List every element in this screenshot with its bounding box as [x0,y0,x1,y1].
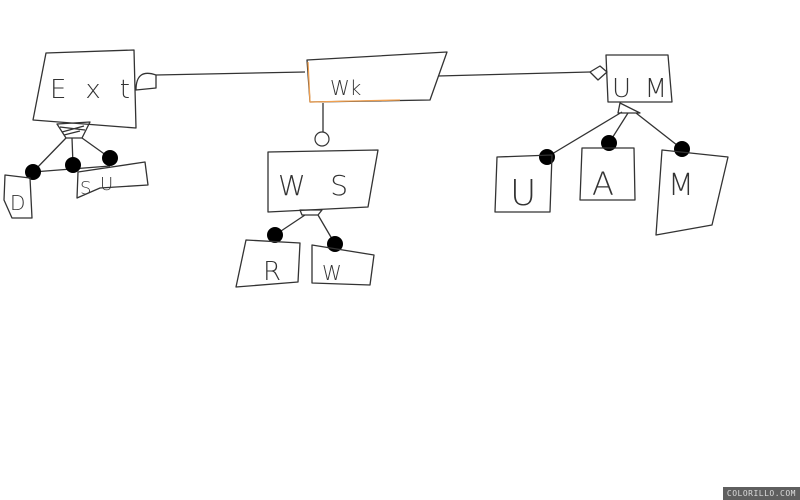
node-ws-box [267,149,379,213]
wk-highlight [307,61,401,103]
connector-dot [601,135,617,151]
colorillo-watermark: COLORILLO.COM [722,487,800,500]
node-u-box [494,154,553,213]
node-u2-label: U [100,174,113,195]
node-ext-box [32,49,137,129]
ws-branches [274,209,336,245]
node-a-label: A [592,165,614,203]
node-wk-box [306,51,448,103]
node-wk-label: Wk [330,76,361,100]
connector-dot [539,149,555,165]
ext-half-circle [135,72,157,91]
ext-branches [32,137,111,173]
node-a-box [579,147,636,201]
node-r-box [235,239,301,288]
node-d-label: D [10,191,25,215]
connector-dot [25,164,41,180]
node-s-label: S [80,178,91,199]
node-w-box [311,244,375,286]
node-ext-label: Ext [50,75,130,105]
node-w-label: W [322,261,342,285]
node-ws-label: WS [278,169,348,202]
node-su-box [76,161,149,199]
connector-dot [102,150,118,166]
node-m-label: M [668,168,694,203]
node-m-box [655,149,729,236]
node-um-box [605,54,673,103]
link-wk-um [437,71,591,77]
connector-circle [314,131,330,147]
node-um-label: UM [612,74,667,104]
link-ext-wk [155,71,306,76]
node-d-box [3,174,33,219]
um-arrow [589,65,608,81]
connector-dot [267,227,283,243]
um-branches [546,102,683,158]
connector-dot [674,141,690,157]
node-u-label: U [510,173,536,214]
node-r-label: R [263,257,281,287]
connector-dot [65,157,81,173]
